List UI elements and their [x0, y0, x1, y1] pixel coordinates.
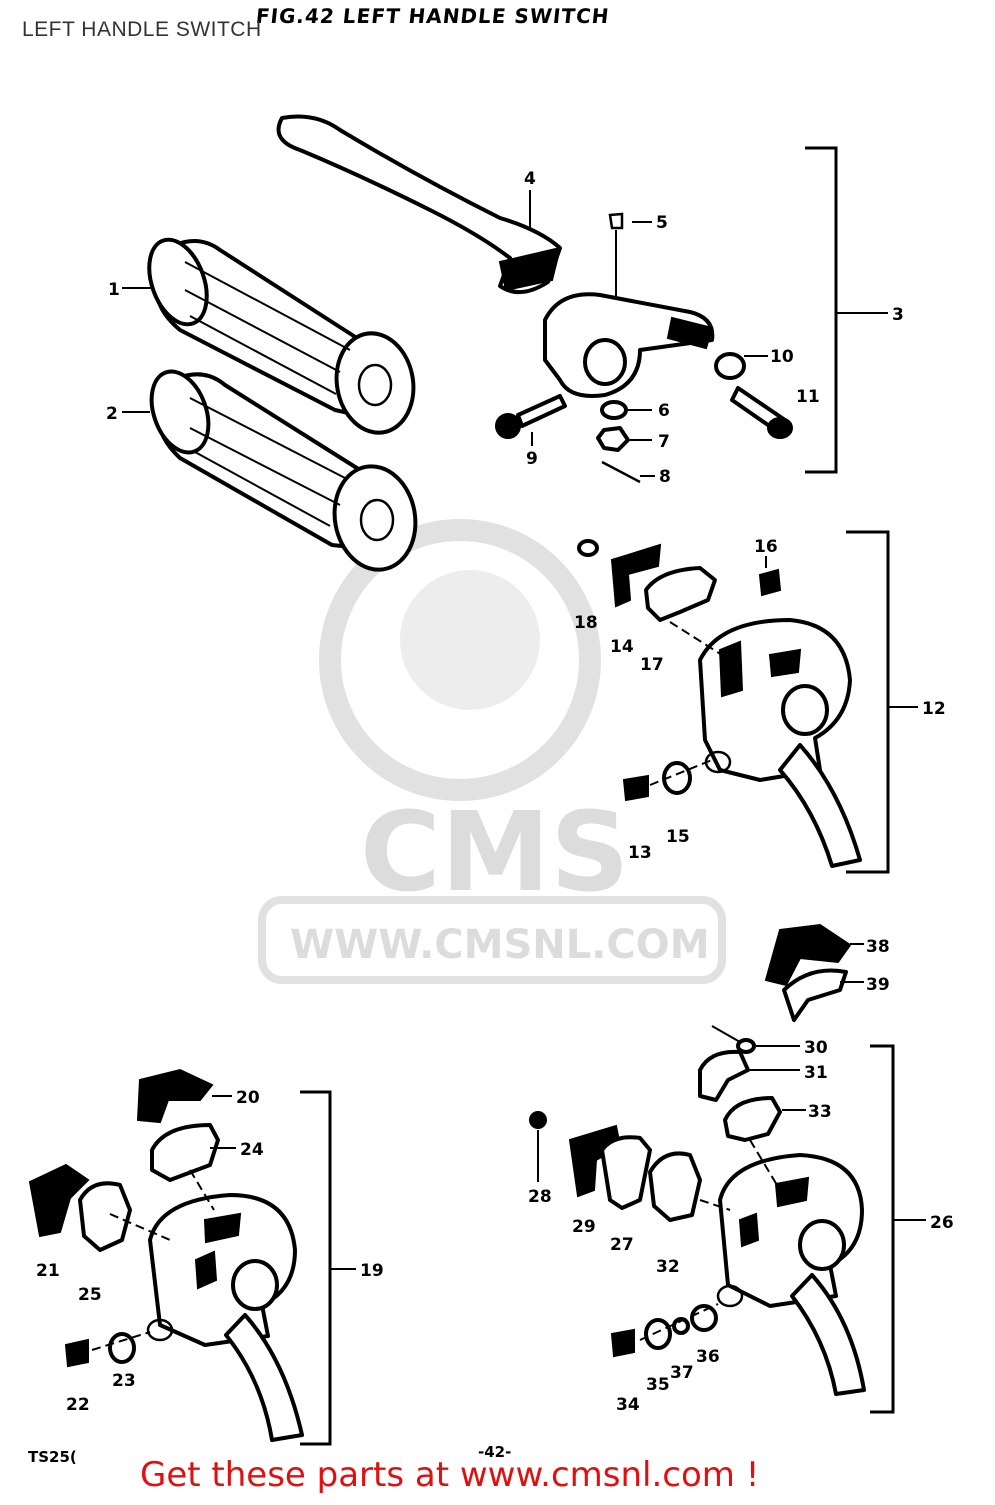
part-label-31: 31 — [804, 1063, 828, 1083]
part-label-38: 38 — [866, 937, 890, 957]
model-code: TS25( — [28, 1448, 77, 1466]
part-label-13: 13 — [628, 843, 652, 863]
part-label-4: 4 — [524, 169, 536, 189]
part-label-32: 32 — [656, 1257, 680, 1277]
part-label-12: 12 — [922, 699, 946, 719]
page-number: -42- — [478, 1443, 512, 1461]
part-label-23: 23 — [112, 1371, 136, 1391]
figure-title: FIG.42 LEFT HANDLE SWITCH — [254, 4, 611, 28]
part-label-1: 1 — [108, 280, 120, 300]
part-label-36: 36 — [696, 1347, 720, 1367]
part-label-21: 21 — [36, 1261, 60, 1281]
part-label-27: 27 — [610, 1235, 634, 1255]
watermark-url: WWW.CMSNL.COM — [290, 922, 710, 968]
part-number-labels: 1 2 3 4 5 6 7 8 9 10 11 12 13 14 15 16 1… — [36, 169, 954, 1415]
watermark-brand: CMS — [360, 788, 629, 916]
part-label-29: 29 — [572, 1217, 596, 1237]
part-label-15: 15 — [666, 827, 690, 847]
promo-link[interactable]: Get these parts at www.cmsnl.com ! — [140, 1455, 760, 1495]
part-label-17: 17 — [640, 655, 664, 675]
part-label-30: 30 — [804, 1038, 828, 1058]
part-label-7: 7 — [658, 432, 670, 452]
part-label-22: 22 — [66, 1395, 90, 1415]
part-label-28: 28 — [528, 1187, 552, 1207]
part-label-2: 2 — [106, 404, 118, 424]
cmsnl-watermark: CMS WWW.CMSNL.COM — [258, 519, 726, 984]
switch-assembly-26 — [529, 923, 926, 1414]
part-label-39: 39 — [866, 975, 890, 995]
part-label-19: 19 — [360, 1261, 384, 1281]
part-label-8: 8 — [659, 467, 671, 487]
part-label-25: 25 — [78, 1285, 102, 1305]
handlebar-grips — [122, 237, 418, 572]
part-label-11: 11 — [796, 387, 820, 407]
part-label-24: 24 — [240, 1140, 264, 1160]
part-label-9: 9 — [526, 449, 538, 469]
part-label-5: 5 — [656, 213, 668, 233]
part-label-35: 35 — [646, 1375, 670, 1395]
part-label-33: 33 — [808, 1102, 832, 1122]
part-label-3: 3 — [892, 305, 904, 325]
part-label-26: 26 — [930, 1213, 954, 1233]
switch-assembly-12 — [577, 530, 918, 874]
part-label-34: 34 — [616, 1395, 640, 1415]
page-title: LEFT HANDLE SWITCH — [22, 18, 262, 41]
part-label-16: 16 — [754, 537, 778, 557]
part-label-18: 18 — [574, 613, 598, 633]
clutch-lever-assembly — [276, 114, 888, 484]
part-label-14: 14 — [610, 637, 634, 657]
part-label-37: 37 — [670, 1363, 694, 1383]
part-label-10: 10 — [770, 347, 794, 367]
part-label-6: 6 — [658, 401, 670, 421]
switch-assembly-19 — [28, 1068, 356, 1446]
part-label-20: 20 — [236, 1088, 260, 1108]
